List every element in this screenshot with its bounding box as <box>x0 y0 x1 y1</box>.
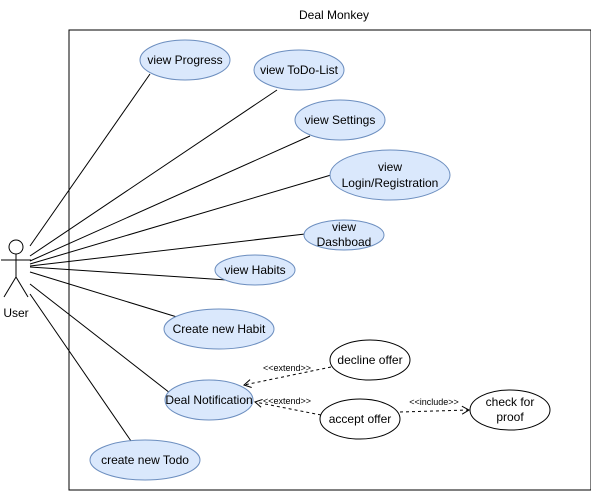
extend-accept-label: <<extend>> <box>263 396 311 406</box>
usecase-view-dashboard[interactable]: view Dashboad <box>303 219 385 251</box>
usecase-accept-offer[interactable]: accept offer <box>319 398 401 440</box>
system-title: Deal Monkey <box>299 8 369 22</box>
usecase-view-habits[interactable]: view Habits <box>214 254 296 286</box>
usecase-label-line2: proof <box>496 410 524 424</box>
association-view-todo-list <box>29 89 278 257</box>
association-view-habits <box>29 266 228 281</box>
usecase-view-progress[interactable]: view Progress <box>139 39 231 81</box>
usecase-label: view Habits <box>224 263 285 277</box>
user-actor[interactable] <box>1 239 31 298</box>
association-deal-notification <box>29 283 171 394</box>
usecase-create-new-todo[interactable]: create new Todo <box>89 439 201 481</box>
usecase-label-line1: view <box>378 160 402 174</box>
usecase-create-new-habit[interactable]: Create new Habit <box>163 308 275 350</box>
system-boundary <box>68 29 591 491</box>
association-view-settings <box>29 135 311 262</box>
usecase-deal-notification[interactable]: Deal Notification <box>164 379 254 421</box>
usecase-view-settings[interactable]: view Settings <box>294 99 386 141</box>
extend-decline-line <box>243 366 332 388</box>
extend-accept-line <box>254 398 322 416</box>
association-view-login <box>29 174 332 265</box>
usecase-label: decline offer <box>337 353 402 367</box>
usecase-label: view ToDo-List <box>260 63 338 77</box>
association-create-habit <box>29 271 178 318</box>
usecase-label: view Progress <box>147 53 222 67</box>
include-check-line <box>399 405 471 415</box>
usecase-label-line2: Login/Registration <box>342 176 439 190</box>
usecase-check-for-proof[interactable]: check for proof <box>469 389 551 431</box>
actor-left-leg <box>3 276 17 298</box>
usecase-label: Create new Habit <box>173 322 266 336</box>
extend-decline-label: <<extend>> <box>263 363 311 373</box>
usecase-view-login-registration[interactable]: view Login/Registration <box>329 149 451 201</box>
usecase-label: accept offer <box>329 412 391 426</box>
actor-head <box>8 239 24 255</box>
associations <box>29 73 332 442</box>
usecase-label-line1: check for <box>486 395 535 409</box>
association-view-dashboard <box>29 233 306 267</box>
actor-right-leg <box>15 276 29 298</box>
usecase-view-todo-list[interactable]: view ToDo-List <box>253 49 345 91</box>
usecase-label: Deal Notification <box>165 393 252 407</box>
usecase-label: create new Todo <box>101 453 189 467</box>
usecase-label: view Settings <box>305 113 376 127</box>
association-view-progress <box>29 73 151 247</box>
association-create-todo <box>29 293 132 442</box>
relations <box>243 366 471 416</box>
include-check-label: <<include>> <box>409 397 459 407</box>
usecase-label-line1: view <box>332 220 356 234</box>
usecase-label-line2: Dashboad <box>317 235 372 249</box>
usecase-decline-offer[interactable]: decline offer <box>329 339 411 381</box>
actor-label: User <box>3 306 28 320</box>
